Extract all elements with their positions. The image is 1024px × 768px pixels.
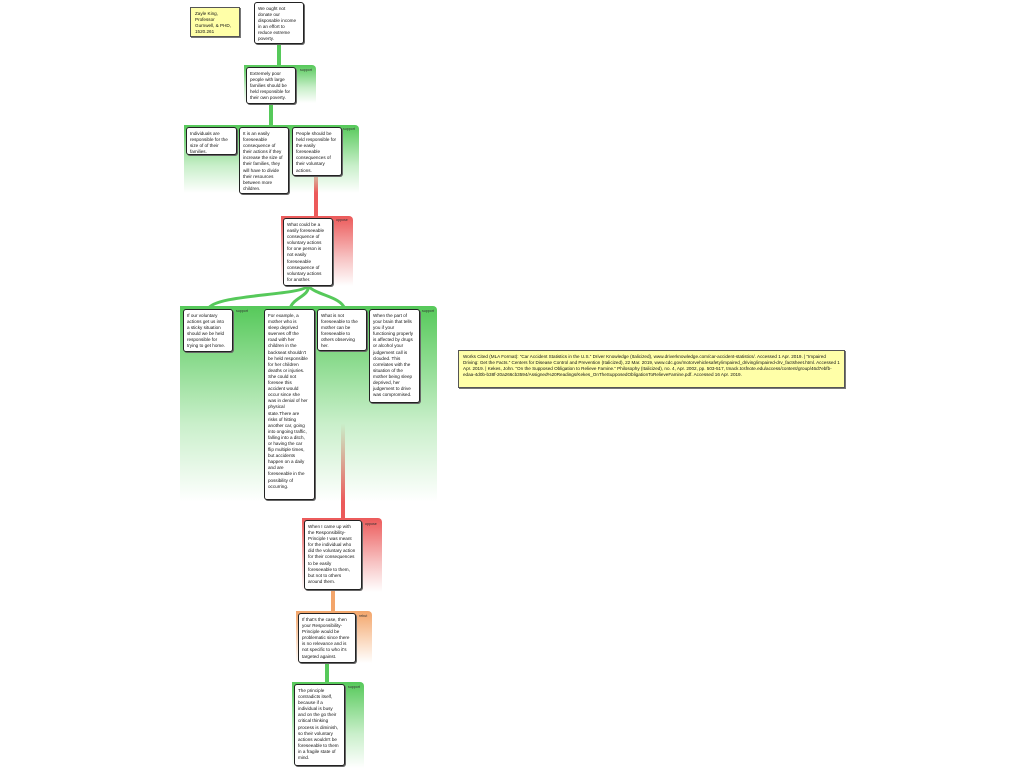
tag-support-1: support	[300, 68, 312, 72]
tag-oppose-2: oppose	[365, 522, 377, 526]
objection-foreseeability-varies[interactable]: What could be a easily foreseeable conse…	[283, 218, 333, 286]
support-observers[interactable]: What is not foreseeable to the mother ca…	[317, 309, 367, 351]
tag-support-2: support	[343, 127, 355, 131]
tag-support-3b: support	[422, 309, 434, 313]
support-mother-example[interactable]: For example, a mother who is sleep depri…	[264, 309, 315, 500]
tag-support-3a: support	[236, 309, 248, 313]
reason-voluntary-actions[interactable]: People should be held responsible for th…	[292, 127, 342, 176]
rebuttal-problematic[interactable]: If that's the case, then your Responsibi…	[298, 613, 356, 663]
reason-responsibility[interactable]: Extremely poor people with large familie…	[246, 67, 296, 104]
support-impaired-judgement[interactable]: When the part of your brain that tells y…	[369, 309, 420, 403]
support-contradiction[interactable]: The principle contradicts itself, becaus…	[294, 684, 345, 766]
tag-oppose-1: oppose	[336, 218, 348, 222]
objection-principle-intent[interactable]: When I came up with the Responsibility- …	[304, 520, 362, 590]
reason-foreseeable-consequence[interactable]: It is an easily foreseeable consequence …	[239, 127, 289, 194]
reason-family-size[interactable]: Individuals are responsible for the size…	[186, 127, 237, 155]
author-note[interactable]: Zayle King, Professor Gurnwell, & PHD, 1…	[190, 7, 240, 37]
claim-root[interactable]: We ought not donate our disposable incom…	[254, 2, 304, 44]
tag-rebut-1: rebut	[359, 614, 368, 618]
works-cited-note[interactable]: Works Cited (MLA Format): “Car Accident …	[458, 350, 845, 388]
tag-support-4: support	[348, 685, 360, 689]
link-n3-n4a	[206, 284, 310, 311]
support-sticky-situation[interactable]: If our voluntary actions get us into a s…	[183, 309, 233, 352]
